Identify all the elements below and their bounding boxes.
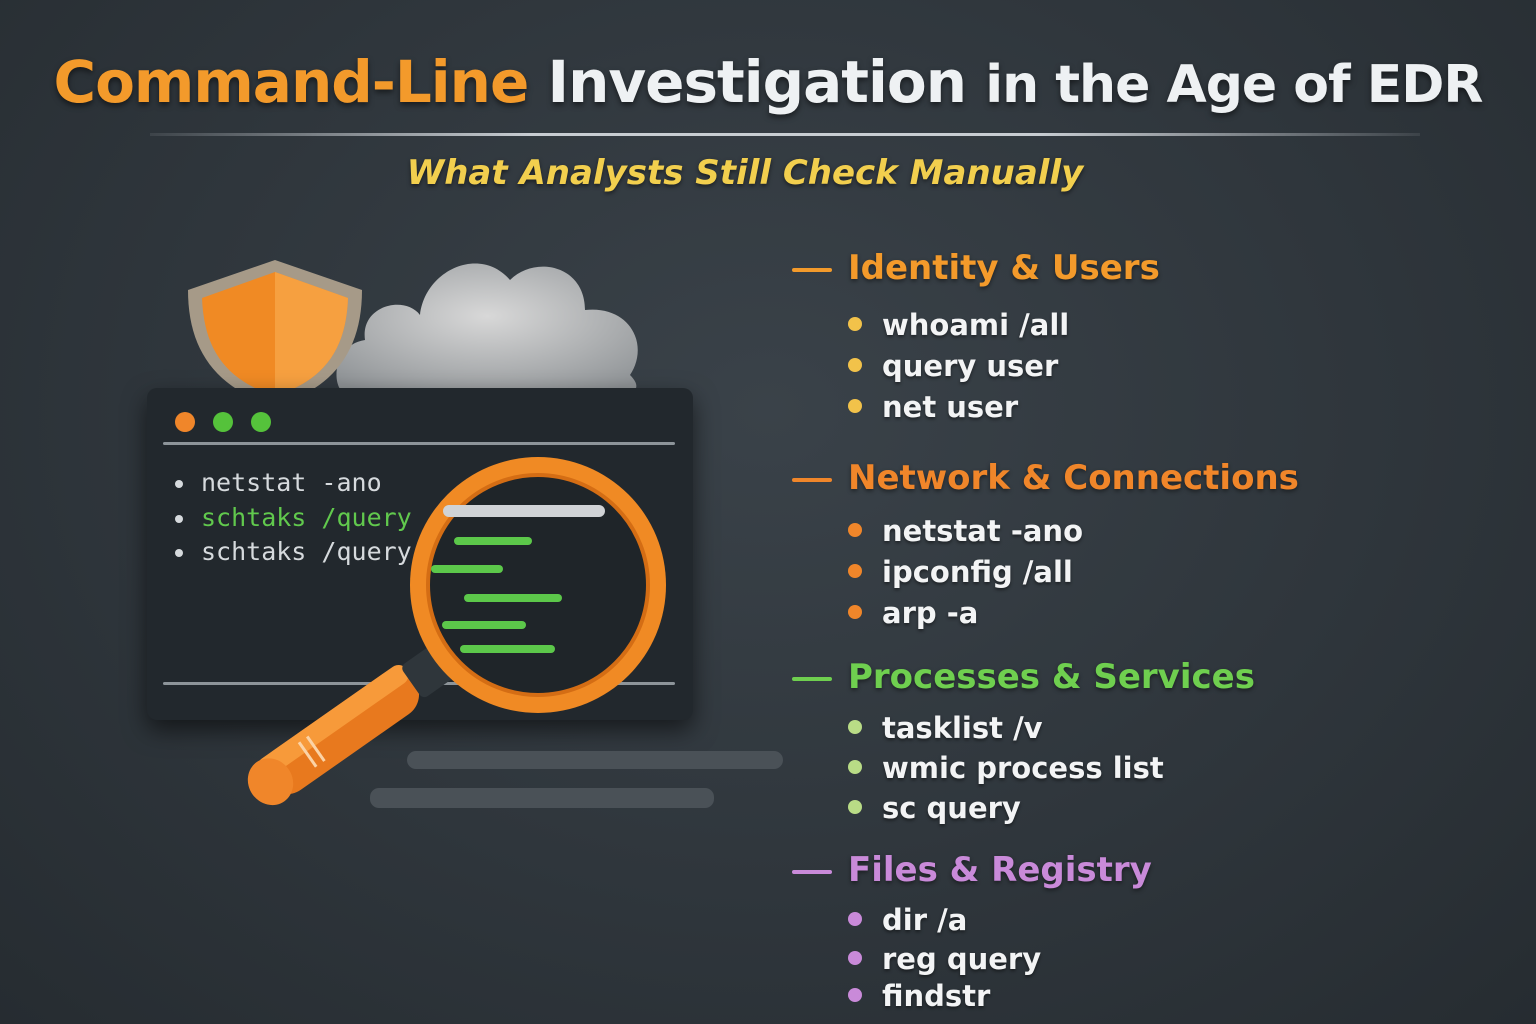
section-heading: Processes & Services (792, 657, 1255, 697)
page-subtitle: What Analysts Still Check Manually (406, 153, 1084, 193)
illustration: netstat -ano schtaks /query schtaks /que… (147, 260, 783, 808)
title-mid: Investigation (547, 48, 968, 116)
list-item: query user (848, 349, 1058, 383)
shadow-bar (407, 751, 783, 769)
list-item-text: wmic process list (882, 751, 1164, 785)
list-item-text: findstr (882, 979, 991, 1013)
terminal-line: netstat -ano (175, 468, 382, 497)
section-heading: Network & Connections (792, 458, 1299, 498)
list-item: whoami /all (848, 308, 1069, 342)
list-item-text: arp -a (882, 596, 979, 630)
section-files-registry: Files & Registry dir /a reg query findst… (792, 850, 1152, 1013)
page-title: Command-Line Investigation in the Age of… (0, 48, 1536, 116)
list-item-text: dir /a (882, 903, 968, 937)
title-accent: Command-Line (53, 48, 530, 116)
list-item: dir /a (848, 903, 967, 937)
shield-icon (188, 260, 362, 406)
section-heading-text: Processes & Services (848, 657, 1255, 697)
list-item-text: net user (882, 390, 1019, 424)
window-dot-green (251, 412, 271, 432)
section-heading-text: Network & Connections (848, 458, 1299, 498)
list-item-text: tasklist /v (882, 711, 1043, 745)
list-item-text: netstat -ano (882, 514, 1084, 548)
list-item: arp -a (848, 596, 978, 630)
list-item-text: whoami /all (882, 308, 1070, 342)
list-item: findstr (848, 979, 990, 1013)
terminal-line: schtaks /query (175, 537, 412, 566)
section-processes-services: Processes & Services tasklist /v wmic pr… (792, 657, 1255, 825)
window-dot-orange (175, 412, 195, 432)
list-item-text: ipconfig /all (882, 555, 1073, 589)
list-item-text: reg query (882, 942, 1042, 976)
section-heading-text: Files & Registry (848, 850, 1152, 890)
section-heading: Files & Registry (792, 850, 1152, 890)
list-item: netstat -ano (848, 514, 1083, 548)
list-item-text: sc query (882, 791, 1021, 825)
terminal-line: schtaks /query (175, 503, 412, 532)
list-item-text: query user (882, 349, 1059, 383)
list-item: reg query (848, 942, 1041, 976)
window-dot-green (213, 412, 233, 432)
list-item: ipconfig /all (848, 555, 1073, 589)
magnifying-glass-icon (247, 457, 666, 806)
terminal-divider-top (163, 442, 675, 445)
title-end: in the Age of EDR (985, 55, 1483, 115)
section-heading-text: Identity & Users (848, 248, 1160, 288)
terminal-line-text: schtaks /query (201, 537, 412, 566)
terminal-line-text: netstat -ano (201, 468, 382, 497)
shadow-bar (370, 788, 714, 808)
section-heading: Identity & Users (792, 248, 1160, 288)
list-item: net user (848, 390, 1018, 424)
section-network-connections: Network & Connections netstat -ano ipcon… (792, 458, 1299, 630)
list-item: sc query (848, 791, 1021, 825)
title-divider (150, 133, 1420, 136)
terminal-line-text: schtaks /query (201, 503, 412, 532)
cloud-icon (336, 263, 638, 395)
list-item: wmic process list (848, 751, 1164, 785)
list-item: tasklist /v (848, 711, 1043, 745)
section-identity-users: Identity & Users whoami /all query user … (792, 248, 1160, 424)
